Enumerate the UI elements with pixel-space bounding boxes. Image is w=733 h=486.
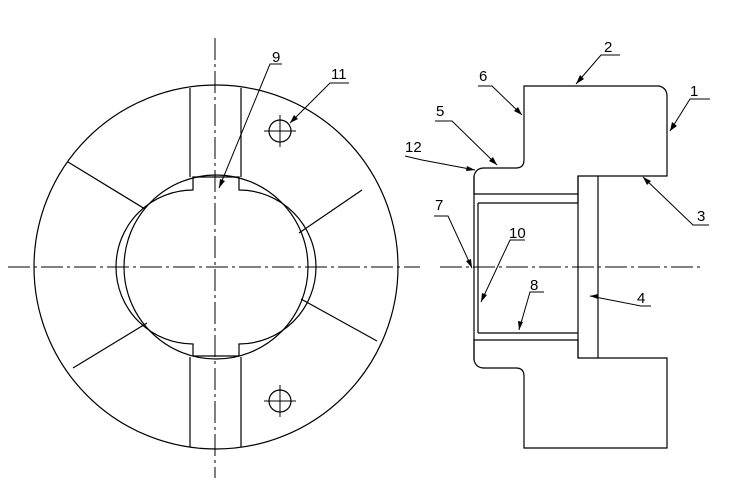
- callout-11: 11: [331, 66, 347, 83]
- callout-10: 10: [509, 225, 526, 242]
- bore-region: [473, 176, 599, 360]
- callout-12: 12: [405, 139, 422, 156]
- lower-section-body: [473, 339, 668, 449]
- callout-1: 1: [690, 83, 698, 100]
- upper-section-body: [473, 85, 668, 195]
- keyed-bore: [115, 176, 317, 357]
- callout-8: 8: [530, 277, 538, 294]
- bolt-hole-top: [264, 115, 296, 147]
- callouts: 1 2 3 4 5 6 7 8 9 10: [218, 39, 710, 331]
- bolt-hole-bottom: [264, 385, 296, 417]
- callout-4: 4: [637, 290, 645, 307]
- section-view: [440, 85, 700, 449]
- front-view: [8, 38, 420, 478]
- callout-6: 6: [479, 68, 487, 85]
- hub-circle: [123, 174, 309, 360]
- callout-7: 7: [435, 197, 443, 214]
- callout-5: 5: [436, 103, 444, 120]
- callout-2: 2: [604, 39, 612, 56]
- outer-circle: [33, 84, 399, 450]
- radial-ribs: [67, 88, 378, 447]
- callout-3: 3: [697, 208, 705, 225]
- callout-9: 9: [272, 49, 280, 66]
